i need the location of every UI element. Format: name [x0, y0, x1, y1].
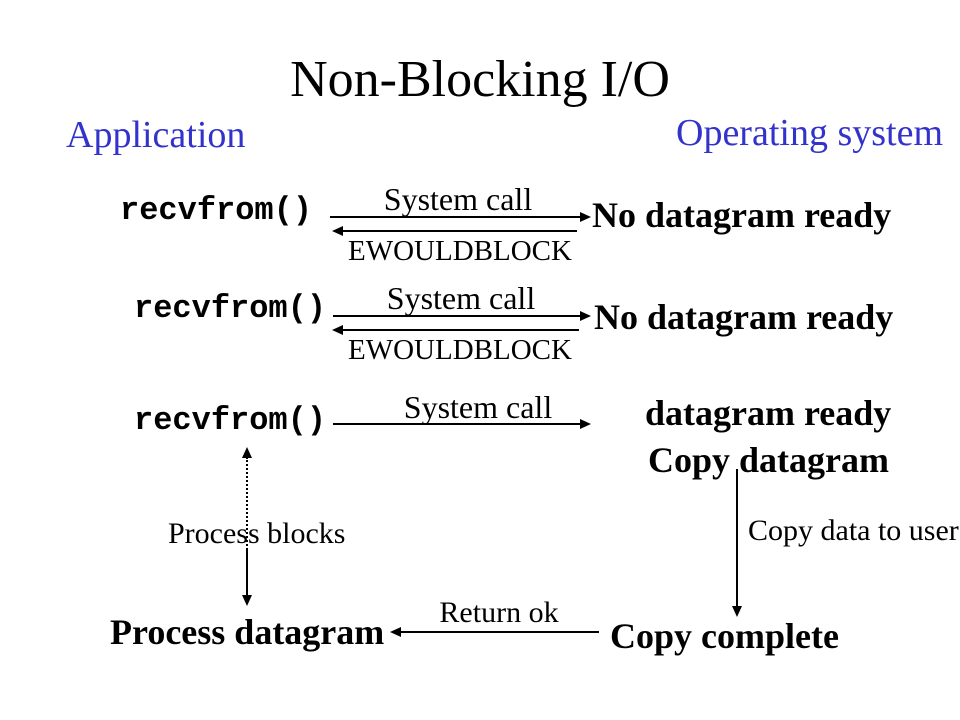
result-label-2: No datagram ready [594, 297, 894, 337]
system-call-arrow-1 [330, 216, 582, 218]
result-label-1: No datagram ready [592, 195, 892, 235]
arrow-right-head-2 [580, 311, 591, 321]
process-datagram-label: Process datagram [110, 612, 385, 652]
return-ok-arrow [401, 631, 599, 633]
process-blocks-label: Process blocks [168, 517, 346, 550]
copy-datagram-label: Copy datagram [648, 440, 889, 480]
result-label-3: datagram ready [645, 393, 892, 433]
copy-arrow-line [736, 469, 738, 607]
system-call-arrow-3 [333, 423, 582, 425]
process-arrow-down-head [242, 595, 252, 606]
copy-arrow-down-head [732, 606, 742, 617]
ewouldblock-label-1: EWOULDBLOCK [348, 235, 572, 267]
recvfrom-call-1: recvfrom() [120, 192, 313, 229]
column-header-application: Application [66, 114, 246, 156]
copy-complete-label: Copy complete [610, 616, 839, 656]
ewouldblock-arrow-2 [343, 329, 579, 331]
recvfrom-call-3: recvfrom() [134, 402, 327, 439]
arrow-right-head-1 [580, 212, 591, 222]
system-call-label-1: System call [383, 181, 533, 217]
return-arrow-left-head [390, 627, 401, 637]
arrow-left-head-1 [332, 226, 343, 236]
recvfrom-call-2: recvfrom() [134, 290, 327, 327]
return-ok-label: Return ok [439, 596, 559, 629]
column-header-operating-system: Operating system [676, 112, 944, 154]
process-arrow-up-head [242, 447, 252, 458]
process-arrow-dotted-segment [246, 457, 248, 550]
slide-title: Non-Blocking I/O [290, 51, 670, 108]
ewouldblock-arrow-1 [343, 230, 577, 232]
arrow-left-head-2 [332, 325, 343, 335]
system-call-arrow-2 [333, 315, 582, 317]
copy-data-to-user-label: Copy data to user [748, 514, 959, 547]
system-call-label-3: System call [403, 389, 553, 425]
system-call-label-2: System call [386, 280, 536, 316]
arrow-right-head-3 [580, 419, 591, 429]
process-arrow-solid-segment [246, 550, 248, 596]
ewouldblock-label-2: EWOULDBLOCK [348, 334, 572, 366]
